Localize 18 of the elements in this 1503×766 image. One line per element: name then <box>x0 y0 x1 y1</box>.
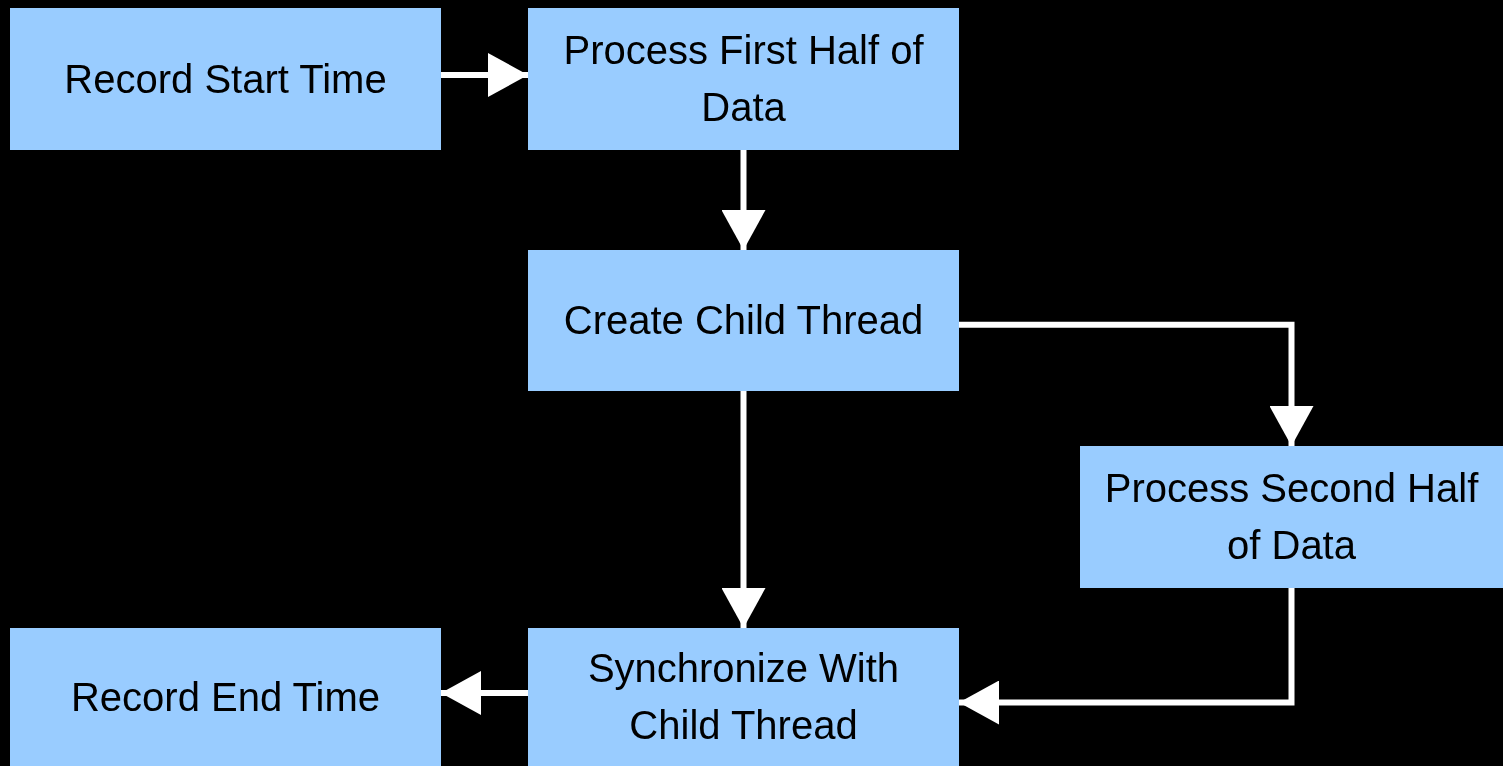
arrow <box>441 671 528 715</box>
box-label: Record End Time <box>71 673 380 721</box>
process-box <box>1080 446 1503 588</box>
box-label: Create Child Thread <box>563 297 924 344</box>
process-box <box>10 628 441 766</box>
box-label: Record Start Time <box>64 55 387 103</box>
arrow <box>959 321 1314 446</box>
arrow <box>721 150 766 250</box>
process-box <box>528 8 959 150</box>
process-box <box>528 250 959 391</box>
box-label: Synchronize With Child Thread <box>586 645 901 749</box>
process-box <box>10 8 441 150</box>
box-label: Process Second Half of Data <box>1103 465 1480 569</box>
box-label: Process First Half of Data <box>562 27 925 131</box>
process-box <box>528 628 959 766</box>
arrow <box>959 588 1295 725</box>
arrow <box>441 53 528 97</box>
arrow <box>721 391 766 628</box>
